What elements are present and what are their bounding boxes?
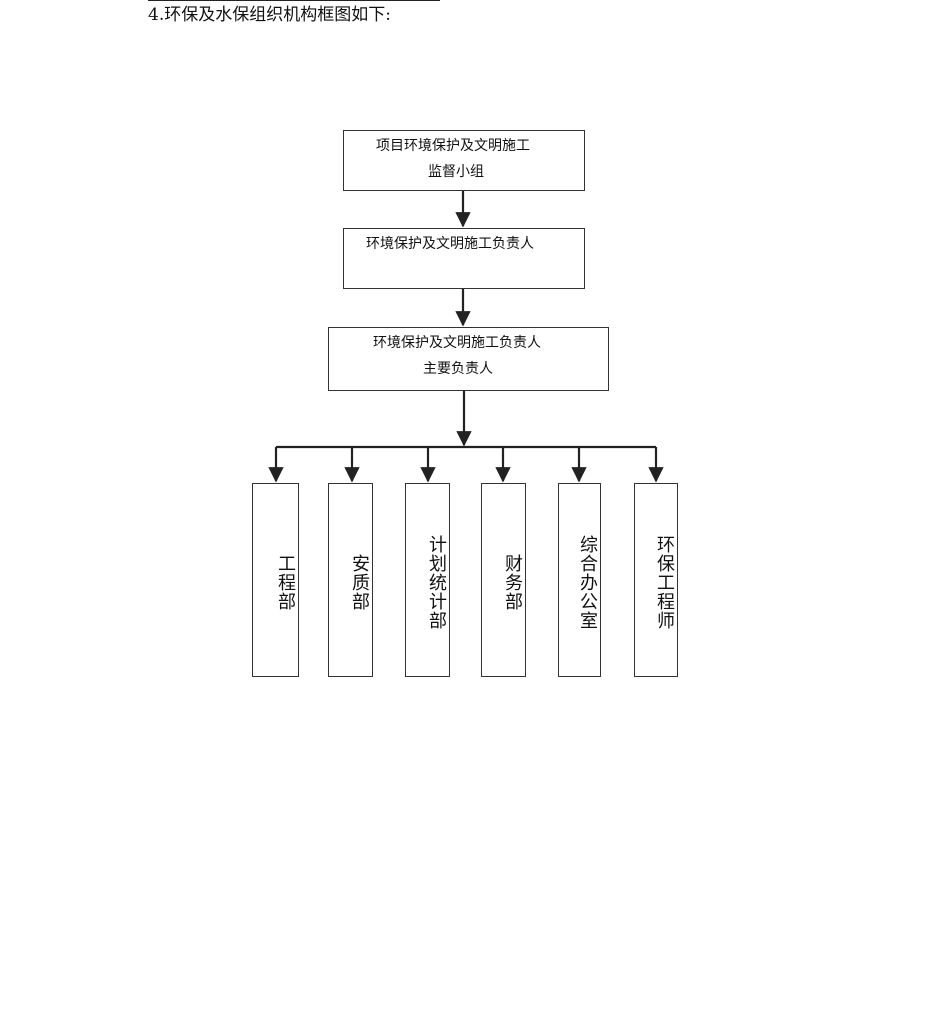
node-main-responsible-person-line1: 环境保护及文明施工负责人: [373, 335, 541, 351]
dept-environmental-engineer-label: 环保工程师: [654, 534, 675, 630]
dept-safety-quality-label: 安质部: [349, 553, 370, 611]
node-main-responsible-person: 环境保护及文明施工负责人 主要负责人: [328, 327, 609, 391]
node-supervision-group: 项目环境保护及文明施工 监督小组: [343, 130, 585, 191]
dept-general-office: 综合办公室: [558, 483, 601, 677]
section-heading: 4.环保及水保组织机构框图如下:: [148, 5, 391, 25]
dept-engineering-label: 工程部: [275, 553, 296, 611]
node-supervision-group-line2: 监督小组: [428, 164, 484, 180]
dept-planning-statistics: 计划统计部: [405, 483, 450, 677]
dept-general-office-label: 综合办公室: [577, 534, 598, 630]
top-rule: [148, 0, 440, 1]
node-main-responsible-person-line2: 主要负责人: [423, 361, 493, 377]
dept-safety-quality: 安质部: [328, 483, 373, 677]
dept-finance: 财务部: [481, 483, 526, 677]
node-responsible-person-line1: 环境保护及文明施工负责人: [366, 236, 534, 252]
dept-engineering: 工程部: [252, 483, 299, 677]
node-responsible-person: 环境保护及文明施工负责人: [343, 228, 585, 289]
dept-planning-statistics-label: 计划统计部: [426, 534, 447, 630]
node-supervision-group-line1: 项目环境保护及文明施工: [376, 138, 530, 154]
dept-environmental-engineer: 环保工程师: [634, 483, 678, 677]
dept-finance-label: 财务部: [502, 553, 523, 611]
